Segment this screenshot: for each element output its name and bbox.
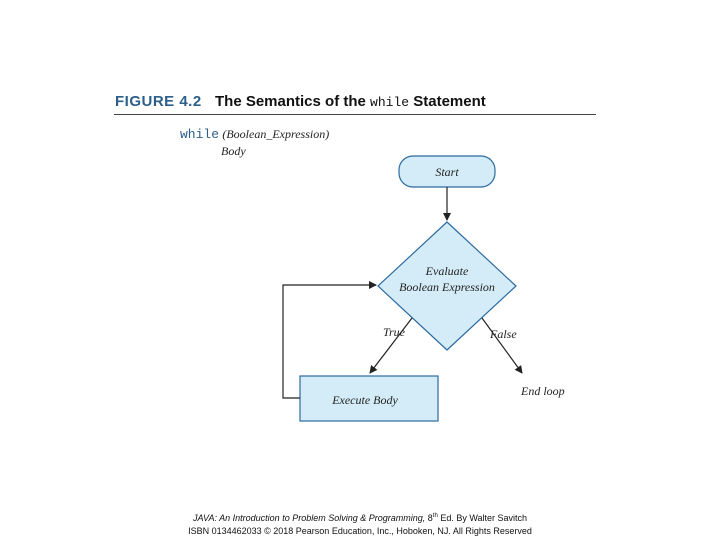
footer-edition: 8 bbox=[427, 513, 433, 523]
syntax-condition: (Boolean_Expression) bbox=[222, 127, 330, 141]
start-label: Start bbox=[435, 165, 459, 179]
footer-line-1: JAVA: An Introduction to Problem Solving… bbox=[0, 513, 720, 523]
syntax-keyword: while bbox=[180, 127, 220, 142]
decision-node bbox=[377, 221, 517, 351]
arrow-false-branch bbox=[481, 317, 523, 374]
figure-title: The Semantics of the while Statement bbox=[215, 93, 486, 110]
footer-edition-sup: th bbox=[432, 513, 438, 519]
figure-header: FIGURE 4.2 The Semantics of the while St… bbox=[114, 92, 596, 115]
execute-body-node bbox=[299, 375, 439, 422]
figure-title-prefix: The Semantics of the bbox=[215, 93, 366, 110]
true-label: True bbox=[383, 325, 406, 339]
loop-back-arrow bbox=[282, 281, 377, 399]
footer-copyright: ISBN 0134462033 © 2018 Pearson Education… bbox=[188, 526, 532, 536]
footer-book-title: JAVA: An Introduction to Problem Solving… bbox=[192, 513, 426, 523]
end-loop-label: End loop bbox=[520, 384, 565, 398]
footer-author: Ed. By Walter Savitch bbox=[437, 513, 528, 523]
figure-title-keyword: while bbox=[370, 95, 410, 110]
false-label: False bbox=[489, 327, 517, 341]
syntax-while-line: while (Boolean_Expression) bbox=[180, 127, 329, 142]
figure-number: FIGURE 4.2 bbox=[115, 93, 202, 110]
syntax-body-line: Body bbox=[221, 144, 246, 159]
figure-title-suffix: Statement bbox=[413, 93, 486, 110]
footer-line-2: ISBN 0134462033 © 2018 Pearson Education… bbox=[0, 526, 720, 536]
arrow-true-branch bbox=[369, 317, 413, 374]
decision-label-line1: Evaluate bbox=[425, 264, 469, 278]
decision-label-line2: Boolean Expression bbox=[399, 280, 495, 294]
syntax-body: Body bbox=[221, 144, 246, 158]
execute-body-label: Execute Body bbox=[331, 393, 398, 407]
